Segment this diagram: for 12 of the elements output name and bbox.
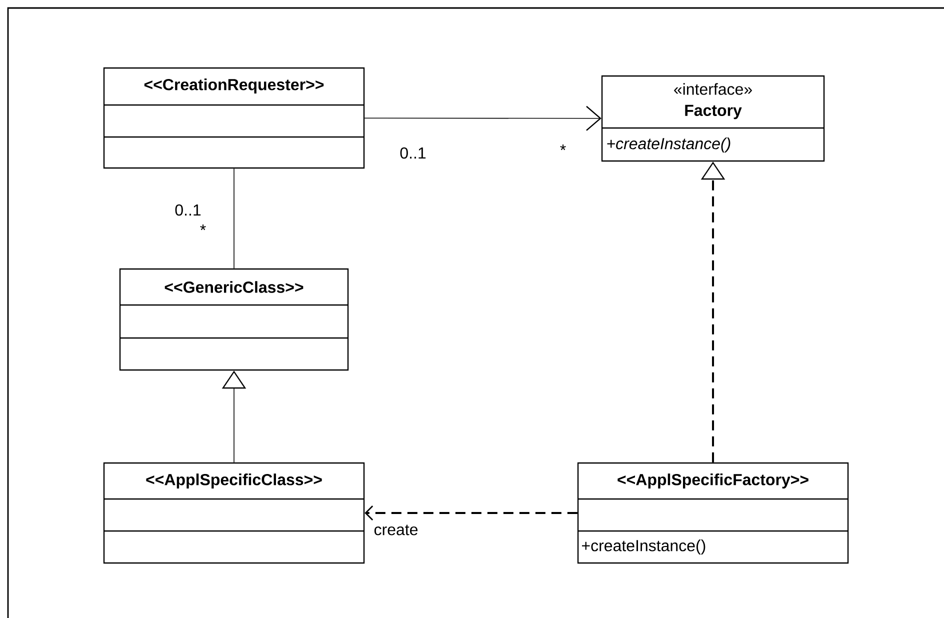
connector [364,106,602,131]
multiplicity-label: * [200,224,206,230]
multiplicity-label: 0..1 [400,147,426,159]
class-box: <<GenericClass>> [119,268,349,371]
multiplicity-label: 0..1 [175,204,201,216]
multiplicity-label: * [560,144,566,150]
class-box: <<CreationRequester>> [103,67,365,169]
connector [364,506,578,520]
class-box: <<ApplSpecificClass>> [103,462,365,564]
class-box: «interface» Factory +createInstance() [601,75,825,162]
edge-label: create [372,524,420,536]
class-box: <<ApplSpecificFactory>> +createInstance() [577,462,849,564]
